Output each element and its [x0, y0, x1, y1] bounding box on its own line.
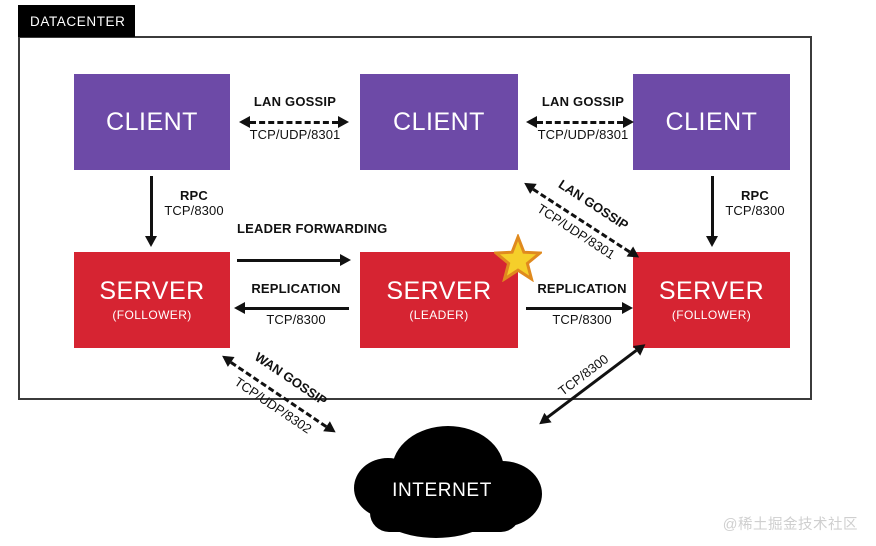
watermark: @稀土掘金技术社区 — [722, 517, 858, 533]
arrowhead-left — [234, 302, 245, 314]
node-title: CLIENT — [393, 107, 485, 136]
label-lan-gossip-left: LAN GOSSIP — [253, 94, 337, 109]
arrowhead-right — [338, 116, 349, 128]
leader-star-icon — [492, 232, 544, 283]
connector-replication-left — [245, 307, 349, 310]
label-rpc-left: RPC TCP/8300 — [164, 188, 224, 218]
arrowhead-right — [340, 254, 351, 266]
arrowhead-left — [526, 116, 537, 128]
label-lan-gossip-left-port: TCP/UDP/8301 — [249, 127, 341, 142]
label-replication-left-port: TCP/8300 — [266, 312, 326, 327]
label-rpc-right: RPC TCP/8300 — [725, 188, 785, 218]
connector-rpc-right — [711, 176, 714, 238]
arrowhead-down — [145, 236, 157, 247]
label-replication-right-port: TCP/8300 — [552, 312, 612, 327]
node-title: SERVER — [658, 277, 765, 305]
node-client-left[interactable]: CLIENT — [74, 74, 230, 170]
internet-cloud[interactable]: INTERNET — [336, 418, 548, 546]
node-client-middle[interactable]: CLIENT — [360, 74, 518, 170]
connector-rpc-left — [150, 176, 153, 238]
node-subtitle: (FOLLOWER) — [112, 308, 192, 322]
node-subtitle: (LEADER) — [409, 308, 469, 322]
node-title: CLIENT — [106, 107, 198, 136]
label-lan-gossip-right-port: TCP/UDP/8301 — [537, 127, 629, 142]
label-lan-gossip-right: LAN GOSSIP — [541, 94, 625, 109]
arrowhead-right — [622, 302, 633, 314]
label-leader-forwarding: LEADER FORWARDING — [237, 221, 388, 236]
arrowhead-right — [623, 116, 634, 128]
node-title: SERVER — [99, 277, 205, 305]
node-client-right[interactable]: CLIENT — [633, 74, 790, 170]
arrowhead-left — [239, 116, 250, 128]
node-title: CLIENT — [665, 107, 758, 136]
connector-leader-forwarding — [237, 259, 341, 262]
node-server-left[interactable]: SERVER (FOLLOWER) — [74, 252, 230, 348]
node-server-right[interactable]: SERVER (FOLLOWER) — [633, 252, 790, 348]
connector-lan-gossip-right — [537, 121, 623, 124]
node-subtitle: (FOLLOWER) — [671, 308, 752, 322]
label-replication-left: REPLICATION — [251, 281, 341, 296]
label-replication-right: REPLICATION — [537, 281, 627, 296]
node-title: SERVER — [386, 277, 492, 305]
datacenter-tab-label: DATACENTER — [18, 5, 135, 37]
connector-lan-gossip-left — [250, 121, 338, 124]
node-server-middle[interactable]: SERVER (LEADER) — [360, 252, 518, 348]
connector-replication-right — [526, 307, 623, 310]
arrowhead-down — [706, 236, 718, 247]
